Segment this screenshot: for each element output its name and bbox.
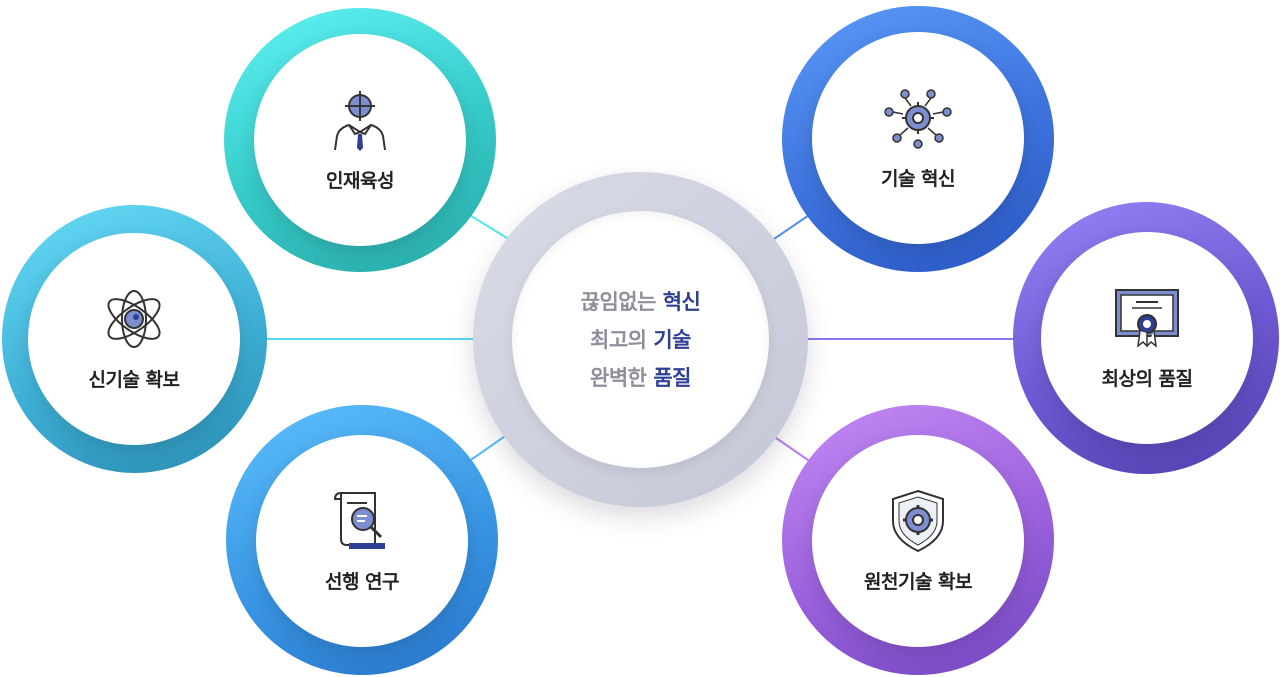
node-origin: 원천기술 확보 — [782, 405, 1054, 675]
center-circle: 끊임없는 혁신 최고의 기술 완벽한 품질 — [512, 211, 769, 468]
node-label-newtech: 신기술 확보 — [88, 368, 180, 391]
person-target-icon — [334, 90, 386, 151]
node-label-innovation: 기술 혁신 — [880, 167, 956, 190]
center-line-3: 완벽한 품질 — [590, 365, 691, 390]
node-newtech: 신기술 확보 — [2, 205, 267, 473]
node-label-origin: 원천기술 확보 — [864, 570, 973, 593]
document-search-icon — [333, 491, 385, 549]
node-research: 선행 연구 — [226, 405, 498, 675]
center-line-2: 최고의 기술 — [590, 327, 691, 352]
node-label-talent: 인재육성 — [326, 169, 394, 192]
certificate-icon — [1115, 288, 1179, 348]
node-talent: 인재육성 — [224, 8, 496, 272]
atom-icon — [107, 289, 161, 348]
node-label-research: 선행 연구 — [324, 570, 400, 593]
center-line-1: 끊임없는 혁신 — [580, 289, 701, 314]
gear-network-icon — [884, 88, 952, 149]
shield-gear-icon — [892, 489, 944, 552]
node-quality: 최상의 품질 — [1013, 202, 1279, 474]
node-innovation: 기술 혁신 — [782, 6, 1054, 272]
node-label-quality: 최상의 품질 — [1101, 367, 1193, 390]
